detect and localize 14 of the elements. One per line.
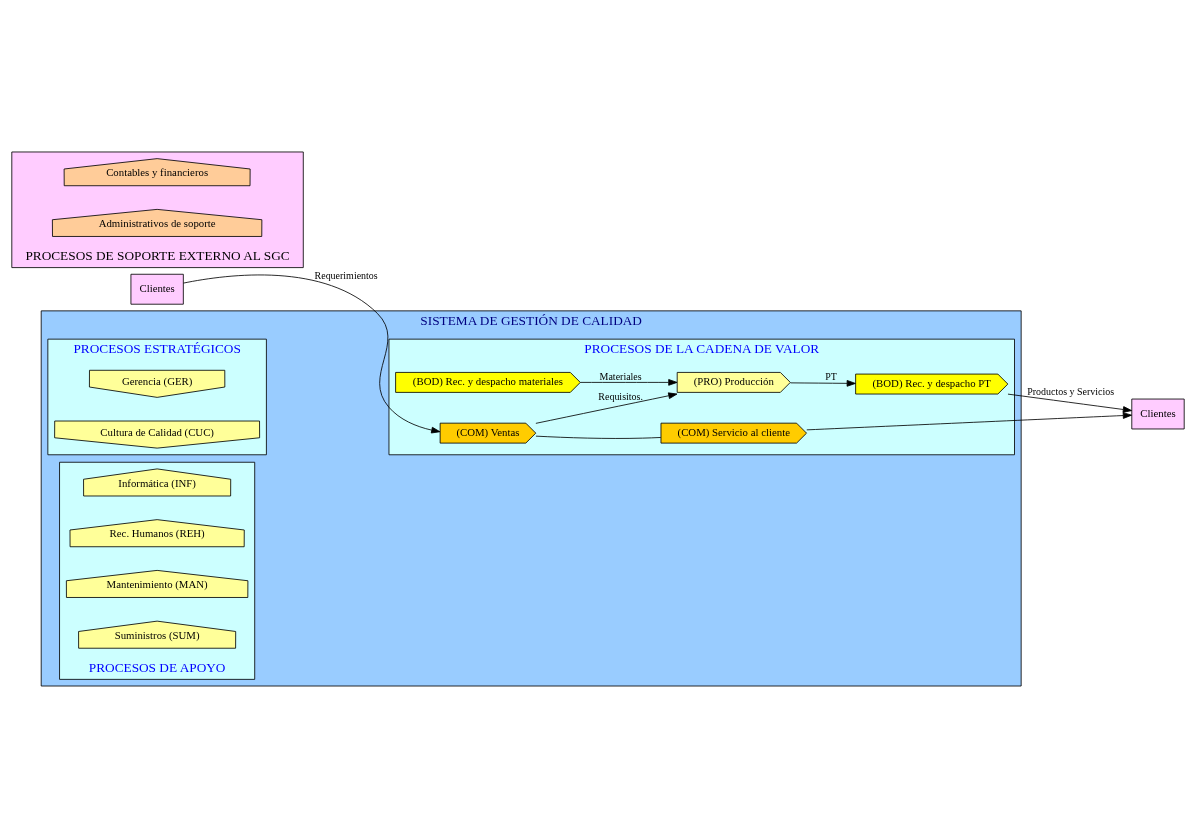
node-box: Clientes bbox=[130, 273, 184, 305]
arrow bbox=[790, 380, 856, 387]
node-box: Clientes bbox=[1131, 398, 1185, 430]
edge-label: Productos y Servicios bbox=[1027, 385, 1115, 397]
edge-label: Materiales bbox=[599, 370, 642, 382]
connector bbox=[535, 435, 662, 439]
arrow bbox=[535, 392, 678, 424]
edge-label: Requerimientos bbox=[314, 269, 378, 281]
arrow bbox=[579, 379, 678, 386]
arrow bbox=[806, 412, 1132, 431]
arrow bbox=[183, 274, 441, 434]
edge-label: PT bbox=[825, 371, 837, 383]
arrow bbox=[1007, 393, 1132, 413]
edge-label: Requisitos. bbox=[598, 390, 643, 402]
